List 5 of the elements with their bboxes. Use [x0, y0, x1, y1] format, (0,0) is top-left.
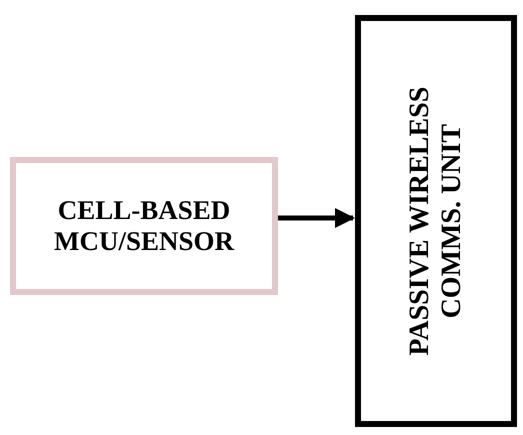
box-label: CELL-BASED MCU/SENSOR [52, 194, 236, 258]
arrow [278, 208, 355, 228]
process-box [10, 157, 278, 295]
process-box [355, 15, 517, 427]
box-label: PASSIVE WIRELESS COMMS. UNIT [404, 86, 468, 358]
